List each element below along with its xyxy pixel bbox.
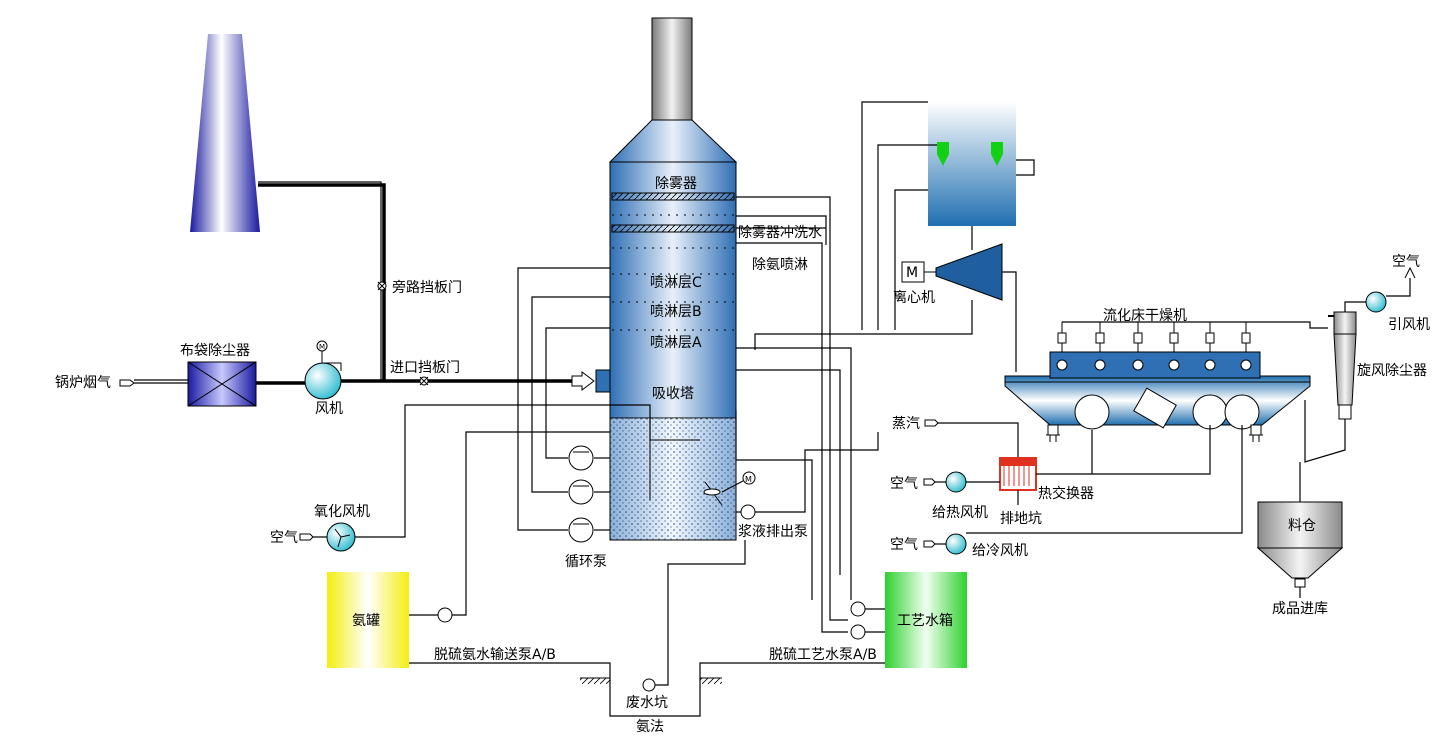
- circulation-pumps: 循环泵: [565, 445, 607, 570]
- demister-wash-line: [736, 196, 848, 621]
- dryer-supports: [1046, 424, 1263, 442]
- cyclone: 旋风除尘器: [1328, 311, 1427, 420]
- cyclone-outlet: [1344, 301, 1366, 312]
- process-water-pump-label: 脱硫工艺水泵A/B: [769, 647, 877, 663]
- product-storage-label: 成品进库: [1272, 601, 1328, 617]
- centrifuge-label: 离心机: [893, 289, 935, 306]
- drain-pit-label: 排地坑: [1000, 511, 1042, 527]
- ammonia-tank-label: 氨罐: [352, 613, 380, 629]
- fan-motor-m: M: [319, 343, 325, 351]
- inlet-damper: 进口挡板门: [390, 360, 460, 386]
- boiler-flue-gas-inlet: 锅炉烟气: [55, 375, 188, 391]
- ammonia-spray-line: [736, 215, 827, 245]
- bypass-duct: [258, 183, 386, 380]
- slurry-line-low: [735, 410, 813, 600]
- ammonia-tank: 氨罐: [327, 572, 409, 668]
- heating-fan-air-label: 空气: [890, 476, 918, 492]
- cyclone-label: 旋风除尘器: [1357, 363, 1427, 379]
- dryer-exhaust-port: [1132, 322, 1144, 371]
- agitator-motor-m: M: [745, 475, 752, 484]
- process-water-tank-label: 工艺水箱: [897, 613, 953, 629]
- cooling-fan-air-label: 空气: [890, 537, 918, 553]
- oxidation-fan-label: 氧化风机: [314, 504, 370, 520]
- steam-label: 蒸汽: [892, 416, 920, 432]
- dryer-exhaust-header: [1062, 321, 1328, 329]
- dryer-exhaust-port: [1168, 322, 1180, 371]
- oxidation-air-label: 空气: [270, 530, 298, 546]
- recirc-line-a: [545, 327, 610, 459]
- spray-layer-a-label: 喷淋层A: [650, 335, 702, 351]
- process-water-return: [736, 369, 841, 575]
- silo-label: 料仓: [1288, 518, 1316, 534]
- chimney: [190, 34, 260, 232]
- settler-feed-line-3: [894, 189, 928, 330]
- cooling-fan: 空气 给冷风机: [890, 425, 1243, 559]
- main-fan: M 风机: [304, 340, 343, 417]
- cyclone-drop: [1304, 400, 1346, 463]
- dryer-exhaust-port: [1240, 322, 1252, 371]
- hydrocyclone-settler: [928, 102, 1016, 226]
- dryer-exhaust-port: [1056, 322, 1068, 371]
- oxidation-fan: 氧化风机 空气: [270, 504, 370, 552]
- induced-fan-air-label: 空气: [1392, 254, 1420, 270]
- dryer-exhaust-port: [1204, 322, 1216, 371]
- bypass-damper-label: 旁路挡板门: [392, 279, 462, 296]
- fluid-bed-dryer: 流化床干燥机: [1004, 308, 1311, 430]
- centrifuge-to-dryer: [1002, 271, 1017, 372]
- demister-wash-water-label: 除雾器冲洗水: [738, 225, 822, 241]
- ammonia-feed-line: [452, 431, 610, 616]
- heating-fan: 空气 给热风机: [890, 471, 1000, 521]
- absorber-label: 吸收塔: [652, 386, 694, 402]
- bag-filter: 布袋除尘器: [180, 343, 257, 407]
- steam-inlet: 蒸汽: [892, 416, 1019, 458]
- centrifuge-motor-m: M: [906, 265, 918, 281]
- process-water-return-2: [736, 347, 852, 600]
- inlet-damper-label: 进口挡板门: [390, 360, 460, 376]
- absorber-tower: 除雾器 喷淋层C 喷淋层B 喷淋层A 吸收塔 M: [595, 17, 756, 541]
- slurry-discharge-pump-label: 浆液排出泵: [738, 524, 808, 540]
- induced-fan: 空气 引风机: [1365, 254, 1430, 333]
- ammonia-method-label: 氨法: [636, 719, 664, 735]
- bypass-damper: 旁路挡板门: [377, 279, 462, 296]
- heat-exchanger: 热交换器 排地坑: [999, 457, 1094, 527]
- settler-feed-line-2: [877, 144, 937, 330]
- centrifuge: M 离心机: [893, 243, 1003, 306]
- spray-return-line: [736, 242, 848, 633]
- heat-exchanger-label: 热交换器: [1038, 485, 1094, 502]
- settler-feed-line: [861, 101, 928, 330]
- fluid-bed-dryer-label: 流化床干燥机: [1103, 308, 1187, 324]
- induced-fan-label: 引风机: [1388, 317, 1430, 333]
- spray-layer-c-label: 喷淋层C: [650, 275, 702, 291]
- dryer-exhaust-port: [1094, 322, 1106, 371]
- fan-label: 风机: [315, 401, 343, 417]
- inlet-arrow: [571, 371, 595, 391]
- settler-overflow: [1016, 159, 1035, 176]
- oxidation-air-line: [355, 404, 651, 538]
- recirc-line-b: [531, 296, 610, 493]
- centrifuge-return: [754, 300, 973, 350]
- hot-air-line: [1036, 425, 1211, 475]
- slurry-discharge-pump: 浆液排出泵: [736, 432, 879, 540]
- boiler-flue-gas-label: 锅炉烟气: [55, 375, 111, 391]
- process-water-tank: 工艺水箱: [850, 572, 967, 668]
- waste-water-pit: 废水坑 氨法: [580, 540, 746, 735]
- circulation-pump-label: 循环泵: [565, 554, 607, 570]
- ammonia-spray-label: 除氨喷淋: [752, 257, 808, 273]
- bypass-duct-inner: [258, 181, 382, 380]
- spray-layer-b-label: 喷淋层B: [650, 304, 702, 320]
- ammonia-feed-pump: [437, 607, 453, 623]
- bag-filter-label: 布袋除尘器: [180, 343, 250, 359]
- dryer-exhaust-ports: [1056, 322, 1252, 371]
- waste-water-pit-label: 废水坑: [626, 695, 668, 711]
- ammonia-transfer-pump-label: 脱硫氨水输送泵A/B: [434, 647, 556, 663]
- heating-fan-label: 给热风机: [932, 505, 988, 521]
- recirc-line-c: [517, 267, 610, 531]
- product-silo: 料仓 成品进库: [1256, 501, 1344, 617]
- demister-label: 除雾器: [655, 176, 697, 192]
- cooling-fan-label: 给冷风机: [972, 543, 1028, 559]
- waste-water-lines: [409, 662, 885, 717]
